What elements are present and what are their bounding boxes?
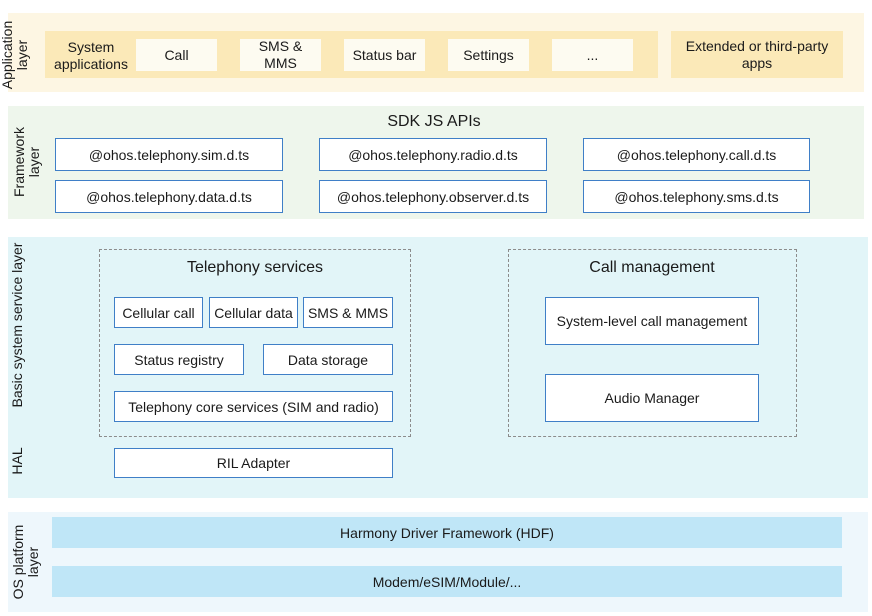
app-call: Call	[136, 39, 217, 71]
telephony-core-services-box: Telephony core services (SIM and radio)	[114, 391, 393, 422]
api-radio: @ohos.telephony.radio.d.ts	[319, 138, 547, 171]
ril-adapter-box: RIL Adapter	[114, 448, 393, 478]
sdk-js-apis-title: SDK JS APIs	[387, 113, 481, 130]
api-sms: @ohos.telephony.sms.d.ts	[583, 180, 810, 213]
framework-layer-label-line1: Framework	[11, 126, 27, 197]
hal-label: HAL	[8, 447, 25, 475]
basic-service-layer-label: Basic system service layer	[8, 242, 25, 408]
framework-layer-label: Framework layer	[11, 127, 43, 197]
api-call: @ohos.telephony.call.d.ts	[583, 138, 810, 171]
sms-mms-service-box: SMS & MMS	[303, 297, 393, 328]
modem-bar: Modem/eSIM/Module/...	[52, 566, 842, 597]
framework-layer-label-line2: layer	[26, 146, 42, 178]
api-observer: @ohos.telephony.observer.d.ts	[319, 180, 547, 213]
os-platform-layer-label-line2: layer	[25, 546, 41, 578]
extended-apps: Extended or third-party apps	[671, 31, 843, 78]
app-more: ...	[552, 39, 633, 71]
status-registry-box: Status registry	[114, 344, 244, 375]
telephony-services-title: Telephony services	[186, 259, 324, 276]
application-layer-label: Application layer	[0, 15, 31, 95]
telephony-services-group	[99, 249, 411, 437]
application-layer-label-line1: Application	[0, 20, 15, 90]
audio-manager-box: Audio Manager	[545, 374, 759, 422]
api-sim: @ohos.telephony.sim.d.ts	[55, 138, 283, 171]
application-layer-label-line2: layer	[14, 39, 30, 71]
app-sms-mms: SMS & MMS	[240, 38, 321, 71]
cellular-call-box: Cellular call	[114, 297, 203, 328]
api-data: @ohos.telephony.data.d.ts	[55, 180, 283, 213]
system-applications-label: System applications	[54, 39, 128, 72]
data-storage-box: Data storage	[263, 344, 393, 375]
call-management-group	[508, 249, 797, 437]
os-platform-layer-label: OS platform layer	[10, 522, 42, 602]
app-status-bar: Status bar	[344, 39, 425, 71]
system-level-call-management-box: System-level call management	[545, 297, 759, 345]
call-management-title: Call management	[589, 259, 715, 276]
app-settings: Settings	[448, 39, 529, 71]
hdf-bar: Harmony Driver Framework (HDF)	[52, 517, 842, 548]
os-platform-layer-label-line1: OS platform	[10, 524, 26, 600]
cellular-data-box: Cellular data	[209, 297, 298, 328]
